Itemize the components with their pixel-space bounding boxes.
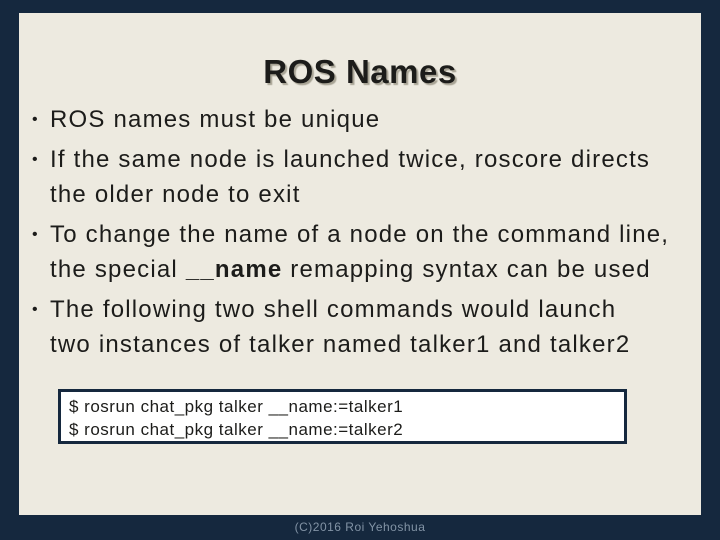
bullet-item: • The following two shell commands would…: [32, 292, 697, 362]
bullet-icon: •: [32, 151, 39, 168]
shell-command-box: $ rosrun chat_pkg talker __name:=talker1…: [58, 389, 627, 444]
bullet-line: ROS names must be unique: [50, 106, 381, 133]
bullet-list: • ROS names must be unique • If the same…: [19, 102, 697, 367]
bullet-icon: •: [32, 226, 39, 243]
bullet-line: the older node to exit: [50, 181, 301, 208]
bullet-line-segment: remapping syntax can be used: [282, 256, 651, 283]
bullet-line: If the same node is launched twice, rosc…: [50, 146, 651, 173]
bullet-item: • If the same node is launched twice, ro…: [32, 142, 697, 212]
bullet-line: To change the name of a node on the comm…: [50, 221, 670, 248]
bullet-line: the special __name remapping syntax can …: [50, 252, 697, 287]
bullet-text: To change the name of a node on the comm…: [50, 217, 697, 287]
shell-command-line: $ rosrun chat_pkg talker __name:=talker1: [69, 397, 404, 416]
slide-canvas: ROS Names • ROS names must be unique • I…: [19, 13, 701, 515]
shell-command-line: $ rosrun chat_pkg talker __name:=talker2: [69, 420, 404, 439]
bullet-text: ROS names must be unique: [50, 102, 697, 137]
bullet-line: The following two shell commands would l…: [50, 296, 617, 323]
bullet-item: • ROS names must be unique: [32, 102, 697, 137]
bullet-icon: •: [32, 301, 39, 318]
bullet-text: The following two shell commands would l…: [50, 292, 697, 362]
footer-bar: (C)2016 Roi Yehoshua: [0, 515, 720, 540]
bullet-item: • To change the name of a node on the co…: [32, 217, 697, 287]
slide-title: ROS Names: [263, 53, 457, 91]
footer-credit: (C)2016 Roi Yehoshua: [294, 520, 426, 534]
bullet-line-segment: the special: [50, 256, 186, 283]
bullet-line: two instances of talker named talker1 an…: [50, 331, 631, 358]
bullet-line-bold-segment: __name: [185, 256, 283, 283]
bullet-icon: •: [32, 111, 39, 128]
bullet-text: If the same node is launched twice, rosc…: [50, 142, 697, 212]
